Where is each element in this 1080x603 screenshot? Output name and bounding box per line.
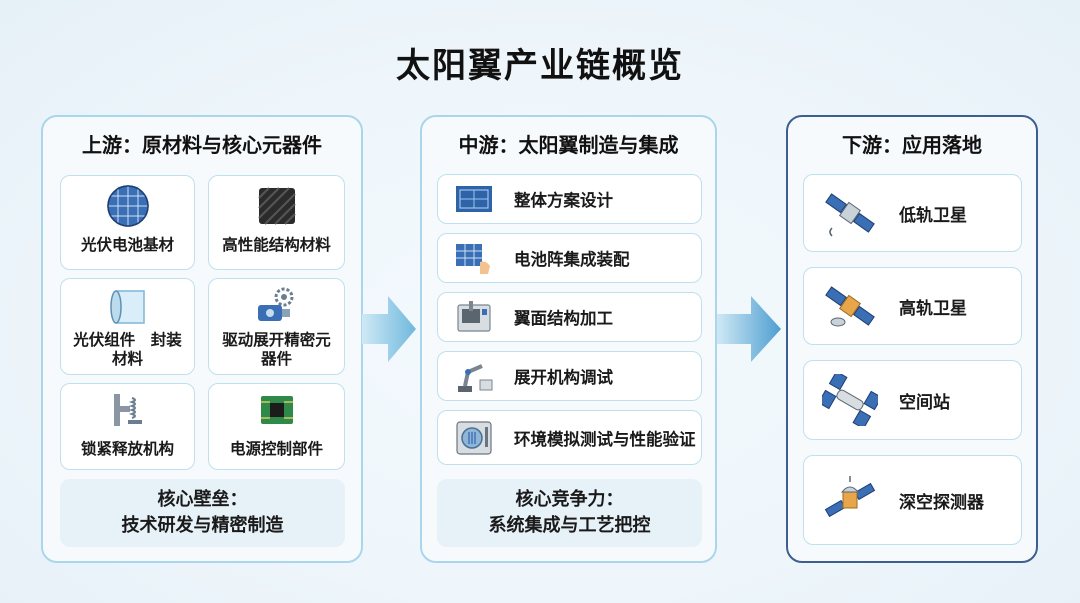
upstream-item-label-line2: 材料 [111,350,143,368]
upstream-item-label: 光伏电池基材 [80,236,174,254]
film-roll-icon [109,290,145,324]
upstream-item-label-line2: 器件 [260,350,292,368]
upstream-panel: 上游：原材料与核心元器件 光伏电池基材 高性能结构材料 光伏组件 [41,115,363,563]
midstream-item-machining: 翼面结构加工 [437,292,702,342]
leo-satellite-icon [825,193,875,237]
core-text: 系统集成与工艺把控 [488,515,651,536]
flow-arrow-icon [717,296,781,362]
upstream-item-label: 电源控制部件 [229,440,323,458]
upstream-item-lock-release: 锁紧释放机构 [60,383,195,470]
solar-cell-icon [106,185,149,227]
core-text: 技术研发与精密制造 [121,515,284,536]
blueprint-icon [456,186,492,212]
downstream-panel: 下游：应用落地 低轨卫星 高轨卫星 [786,115,1038,563]
downstream-item-label: 空间站 [899,392,950,413]
upstream-header: 上游：原材料与核心元器件 [82,133,322,157]
midstream-item-assembly: 电池阵集成装配 [437,233,702,283]
upstream-item-pv-encapsulation: 光伏组件 封装 材料 [60,278,195,375]
core-title: 核心竞争力： [515,489,624,510]
midstream-item-label: 电池阵集成装配 [514,250,630,269]
downstream-item-geo: 高轨卫星 [803,267,1022,345]
midstream-core-competence: 核心竞争力： 系统集成与工艺把控 [437,479,702,547]
cnc-machine-icon [457,301,491,332]
upstream-item-label: 高性能结构材料 [222,236,331,254]
downstream-item-space-station: 空间站 [803,360,1022,440]
space-station-icon [822,374,878,426]
midstream-item-label: 整体方案设计 [514,191,613,210]
midstream-header: 中游：太阳翼制造与集成 [458,133,679,157]
midstream-item-design: 整体方案设计 [437,174,702,224]
gear-motor-icon [257,287,293,321]
downstream-header: 下游：应用落地 [842,133,982,157]
midstream-panel: 中游：太阳翼制造与集成 整体方案设计 电池阵集成装配 翼面结构加工 [420,115,717,563]
test-chamber-icon [456,420,492,455]
flow-arrow-icon [362,296,416,362]
upstream-core-barrier: 核心壁垒： 技术研发与精密制造 [60,479,345,547]
midstream-item-env-test: 环境模拟测试与性能验证 [437,410,702,465]
upstream-item-label: 锁紧释放机构 [80,440,174,458]
page-title: 太阳翼产业链概览 [396,46,684,86]
downstream-item-leo: 低轨卫星 [803,174,1022,252]
latch-spring-icon [113,394,142,426]
circuit-board-icon [260,396,293,424]
panel-assembly-icon [456,244,490,274]
upstream-item-label-line1: 驱动展开精密元 [222,331,331,349]
upstream-item-pv-substrate: 光伏电池基材 [60,175,195,270]
midstream-item-label: 展开机构调试 [514,368,613,387]
core-title: 核心壁垒： [157,489,248,510]
geo-satellite-icon [825,286,875,327]
downstream-item-label: 深空探测器 [899,492,984,513]
downstream-item-label: 低轨卫星 [899,205,967,226]
upstream-item-power-control: 电源控制部件 [208,383,345,470]
midstream-item-label: 翼面结构加工 [514,309,613,328]
upstream-item-structural-material: 高性能结构材料 [208,175,345,270]
upstream-item-label-line1: 光伏组件 封装 [73,331,182,349]
downstream-item-label: 高轨卫星 [899,298,967,319]
robot-arm-icon [458,364,493,392]
deep-space-probe-icon [824,476,876,518]
downstream-item-deep-space-probe: 深空探测器 [803,455,1022,545]
midstream-item-mechanism-debug: 展开机构调试 [437,351,702,401]
upstream-item-drive-components: 驱动展开精密元 器件 [208,278,345,375]
midstream-item-label: 环境模拟测试与性能验证 [514,429,696,449]
carbon-fiber-icon [257,187,296,225]
